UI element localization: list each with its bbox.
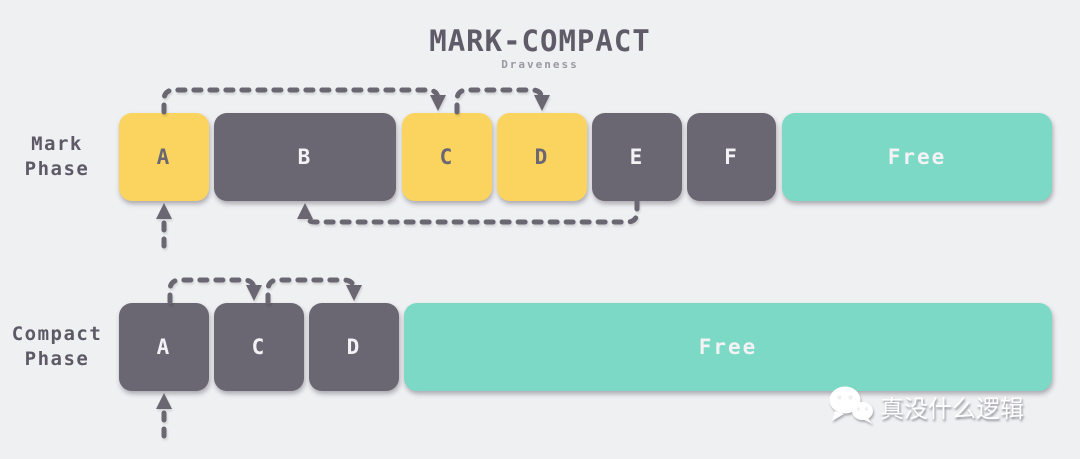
block-mark-phase-b: B [214,113,396,201]
block-mark-phase-c: C [402,113,492,201]
watermark-text: 真没什么逻辑 [880,394,1024,423]
arrow-compact-phase-c-to-d [265,277,363,305]
diagram-title: MARK-COMPACT [429,24,651,58]
compact-phase-label-line: Phase [24,348,90,370]
block-mark-phase-e: E [592,113,682,201]
block-compact-phase-free: Free [404,303,1052,391]
block-mark-phase-d: D [497,113,587,201]
block-mark-phase-f: F [687,113,776,201]
diagram-subtitle: Draveness [501,58,579,71]
block-compact-phase-d: D [309,303,399,391]
wechat-icon [829,386,873,424]
watermark: 真没什么逻辑 [828,384,1024,428]
compact-phase-label-line: Compact [11,323,103,345]
block-compact-phase-c: C [214,303,304,391]
mark-phase-label-line: Phase [24,158,90,180]
mark-phase-label-line: Mark [31,133,83,155]
arrow-mark-phase-c-to-d [454,87,551,115]
arrow-mark-phase-a-to-c [161,87,447,115]
arrow-compact-phase-a-to-c [167,277,263,305]
block-mark-phase-free: Free [782,113,1052,201]
block-compact-phase-a: A [119,303,209,391]
block-mark-phase-a: A [119,113,209,201]
arrow-mark-phase-e-to-b [296,199,640,225]
